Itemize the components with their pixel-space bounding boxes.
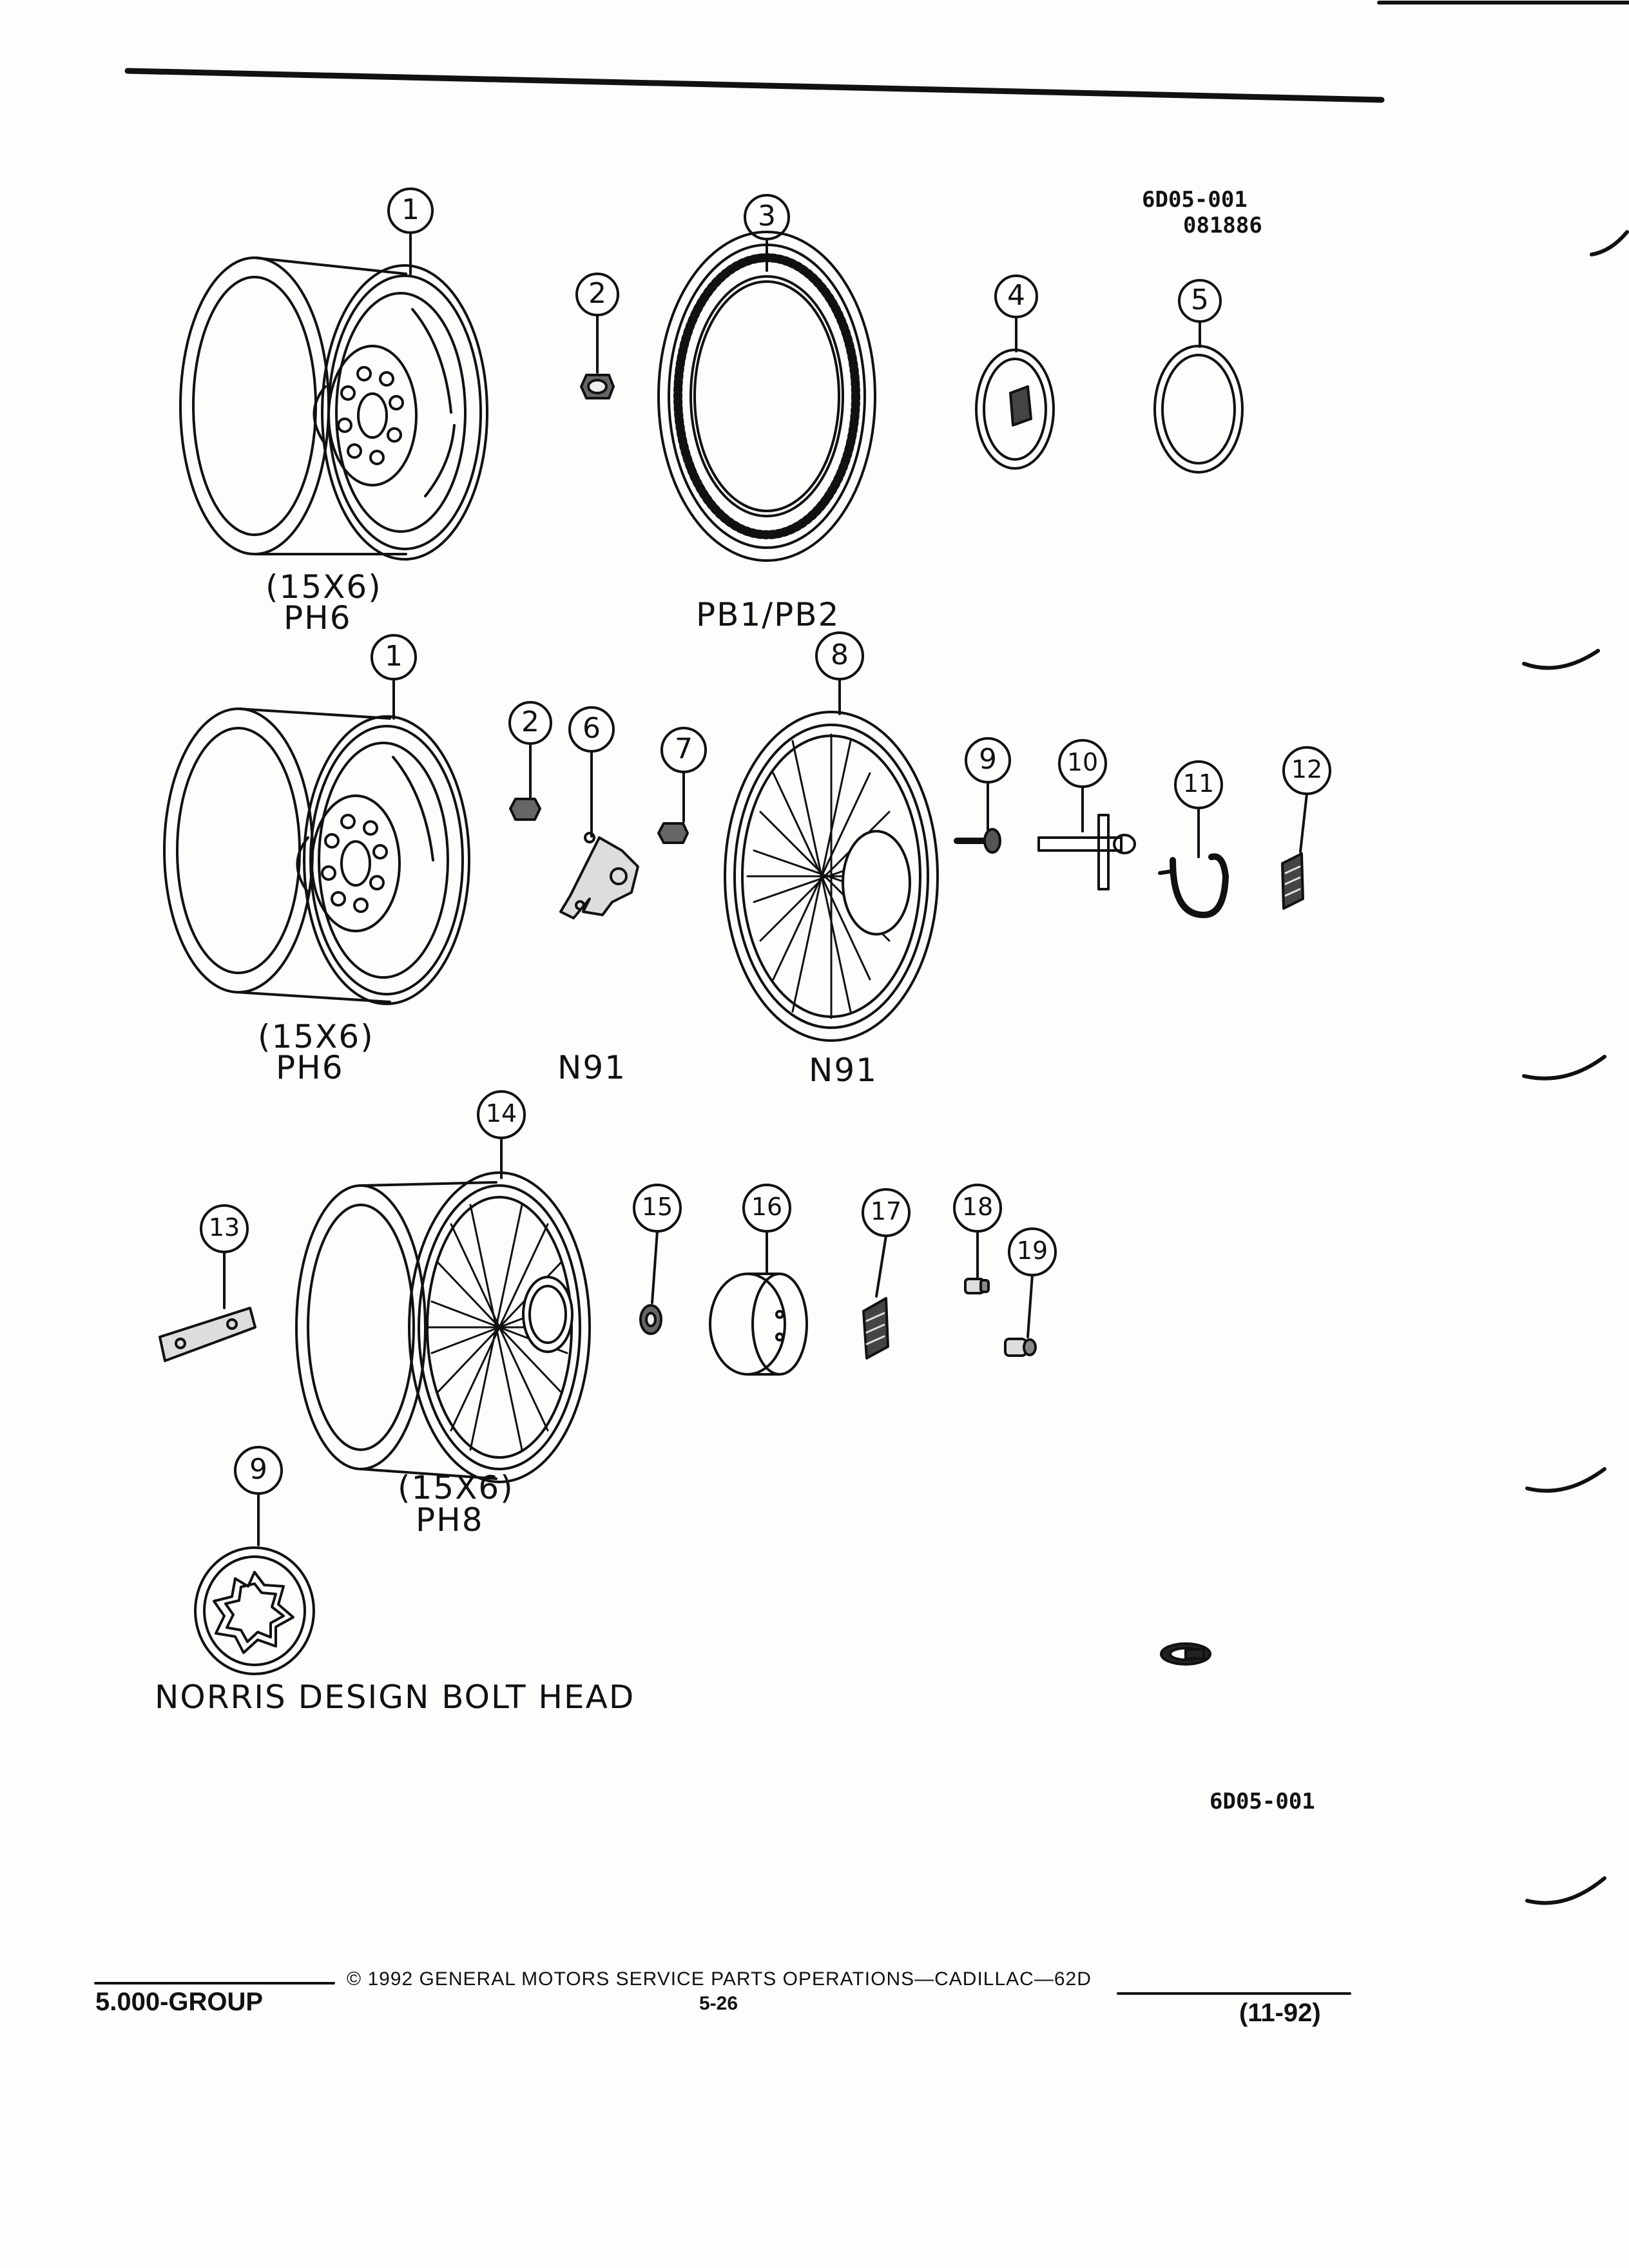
binder-marks — [1522, 230, 1629, 1905]
callout-number: 15 — [641, 1193, 673, 1222]
valve-cap — [1004, 1338, 1037, 1357]
hub-cap — [709, 1273, 808, 1376]
callout-number: 10 — [1066, 748, 1099, 777]
bracket-rpo-label: N91 — [557, 1049, 627, 1086]
norris-bolt-head — [194, 1546, 315, 1675]
footer-page: 5-26 — [699, 1993, 738, 2014]
lock-bracket — [559, 832, 639, 919]
lock-key — [1037, 814, 1136, 890]
top-rule — [124, 68, 1385, 103]
callout-number: 9 — [979, 742, 997, 776]
retainer-ring — [1153, 345, 1244, 474]
wheel-rpo-label: PH8 — [416, 1501, 484, 1539]
drawing-date: 081886 — [1183, 213, 1262, 238]
lock-nut — [657, 822, 689, 844]
callout-number: 1 — [385, 639, 403, 673]
footer-group: 5.000-GROUP — [95, 1988, 264, 2016]
wire-wheel-ph8 — [295, 1171, 591, 1483]
footer-copyright: © 1992 GENERAL MOTORS SERVICE PARTS OPER… — [347, 1968, 1092, 1990]
callout-number: 8 — [831, 638, 849, 671]
cover-rpo-label: PB1/PB2 — [696, 596, 840, 633]
callout-number: 19 — [1016, 1236, 1048, 1265]
callout-number: 11 — [1182, 769, 1215, 798]
drawing-code: 6D05-001 — [1142, 187, 1248, 213]
wheel-size-label: (15X6) — [265, 568, 382, 606]
lock-bolt — [954, 828, 1001, 854]
callout-number: 2 — [588, 276, 606, 310]
wheel-size-label: (15X6) — [258, 1018, 374, 1055]
callout-number: 9 — [249, 1452, 267, 1486]
callout-number: 13 — [208, 1213, 240, 1242]
callout-number: 17 — [870, 1197, 902, 1226]
bolt-head-caption: NORRIS DESIGN BOLT HEAD — [155, 1678, 635, 1716]
footer-revision: (11-92) — [1239, 1999, 1321, 2027]
wheel-rpo-label: PH6 — [276, 1049, 344, 1086]
wheel-size-label: (15X6) — [398, 1469, 514, 1506]
callout-number: 3 — [758, 199, 776, 233]
lug-nut-row1 — [580, 374, 615, 399]
center-cap — [975, 349, 1055, 470]
callout-number: 1 — [401, 193, 419, 226]
figure-code: 6D05-001 — [1210, 1789, 1315, 1814]
callout-number: 12 — [1291, 755, 1323, 784]
emblem-row2 — [1281, 852, 1304, 910]
wire-wheel-cover-n91 — [724, 711, 939, 1042]
valve-plug — [964, 1278, 990, 1294]
callout-circles — [200, 187, 1331, 1546]
callout-number: 5 — [1191, 283, 1209, 316]
callout-number: 18 — [961, 1193, 994, 1222]
mounting-plate — [159, 1307, 256, 1362]
cadillac-c-stamp — [1160, 1642, 1211, 1666]
retainer-clip — [1158, 853, 1229, 918]
wheel-rpo-label: PH6 — [284, 599, 352, 637]
cover-rpo-label: N91 — [809, 1052, 878, 1089]
lug-nut-row2 — [509, 798, 541, 821]
callout-number: 7 — [675, 732, 693, 765]
emblem-row3 — [862, 1297, 889, 1360]
callout-number: 14 — [485, 1099, 517, 1128]
spoke-nut — [639, 1304, 662, 1335]
callout-number: 4 — [1007, 278, 1025, 312]
wheel-ph6-row1 — [179, 256, 488, 561]
callout-number: 6 — [583, 711, 601, 745]
callout-number: 16 — [751, 1193, 783, 1222]
callout-number: 2 — [521, 705, 539, 738]
wheel-ph6-row2 — [163, 707, 470, 1005]
wheel-cover-pb1-pb2 — [657, 231, 876, 562]
